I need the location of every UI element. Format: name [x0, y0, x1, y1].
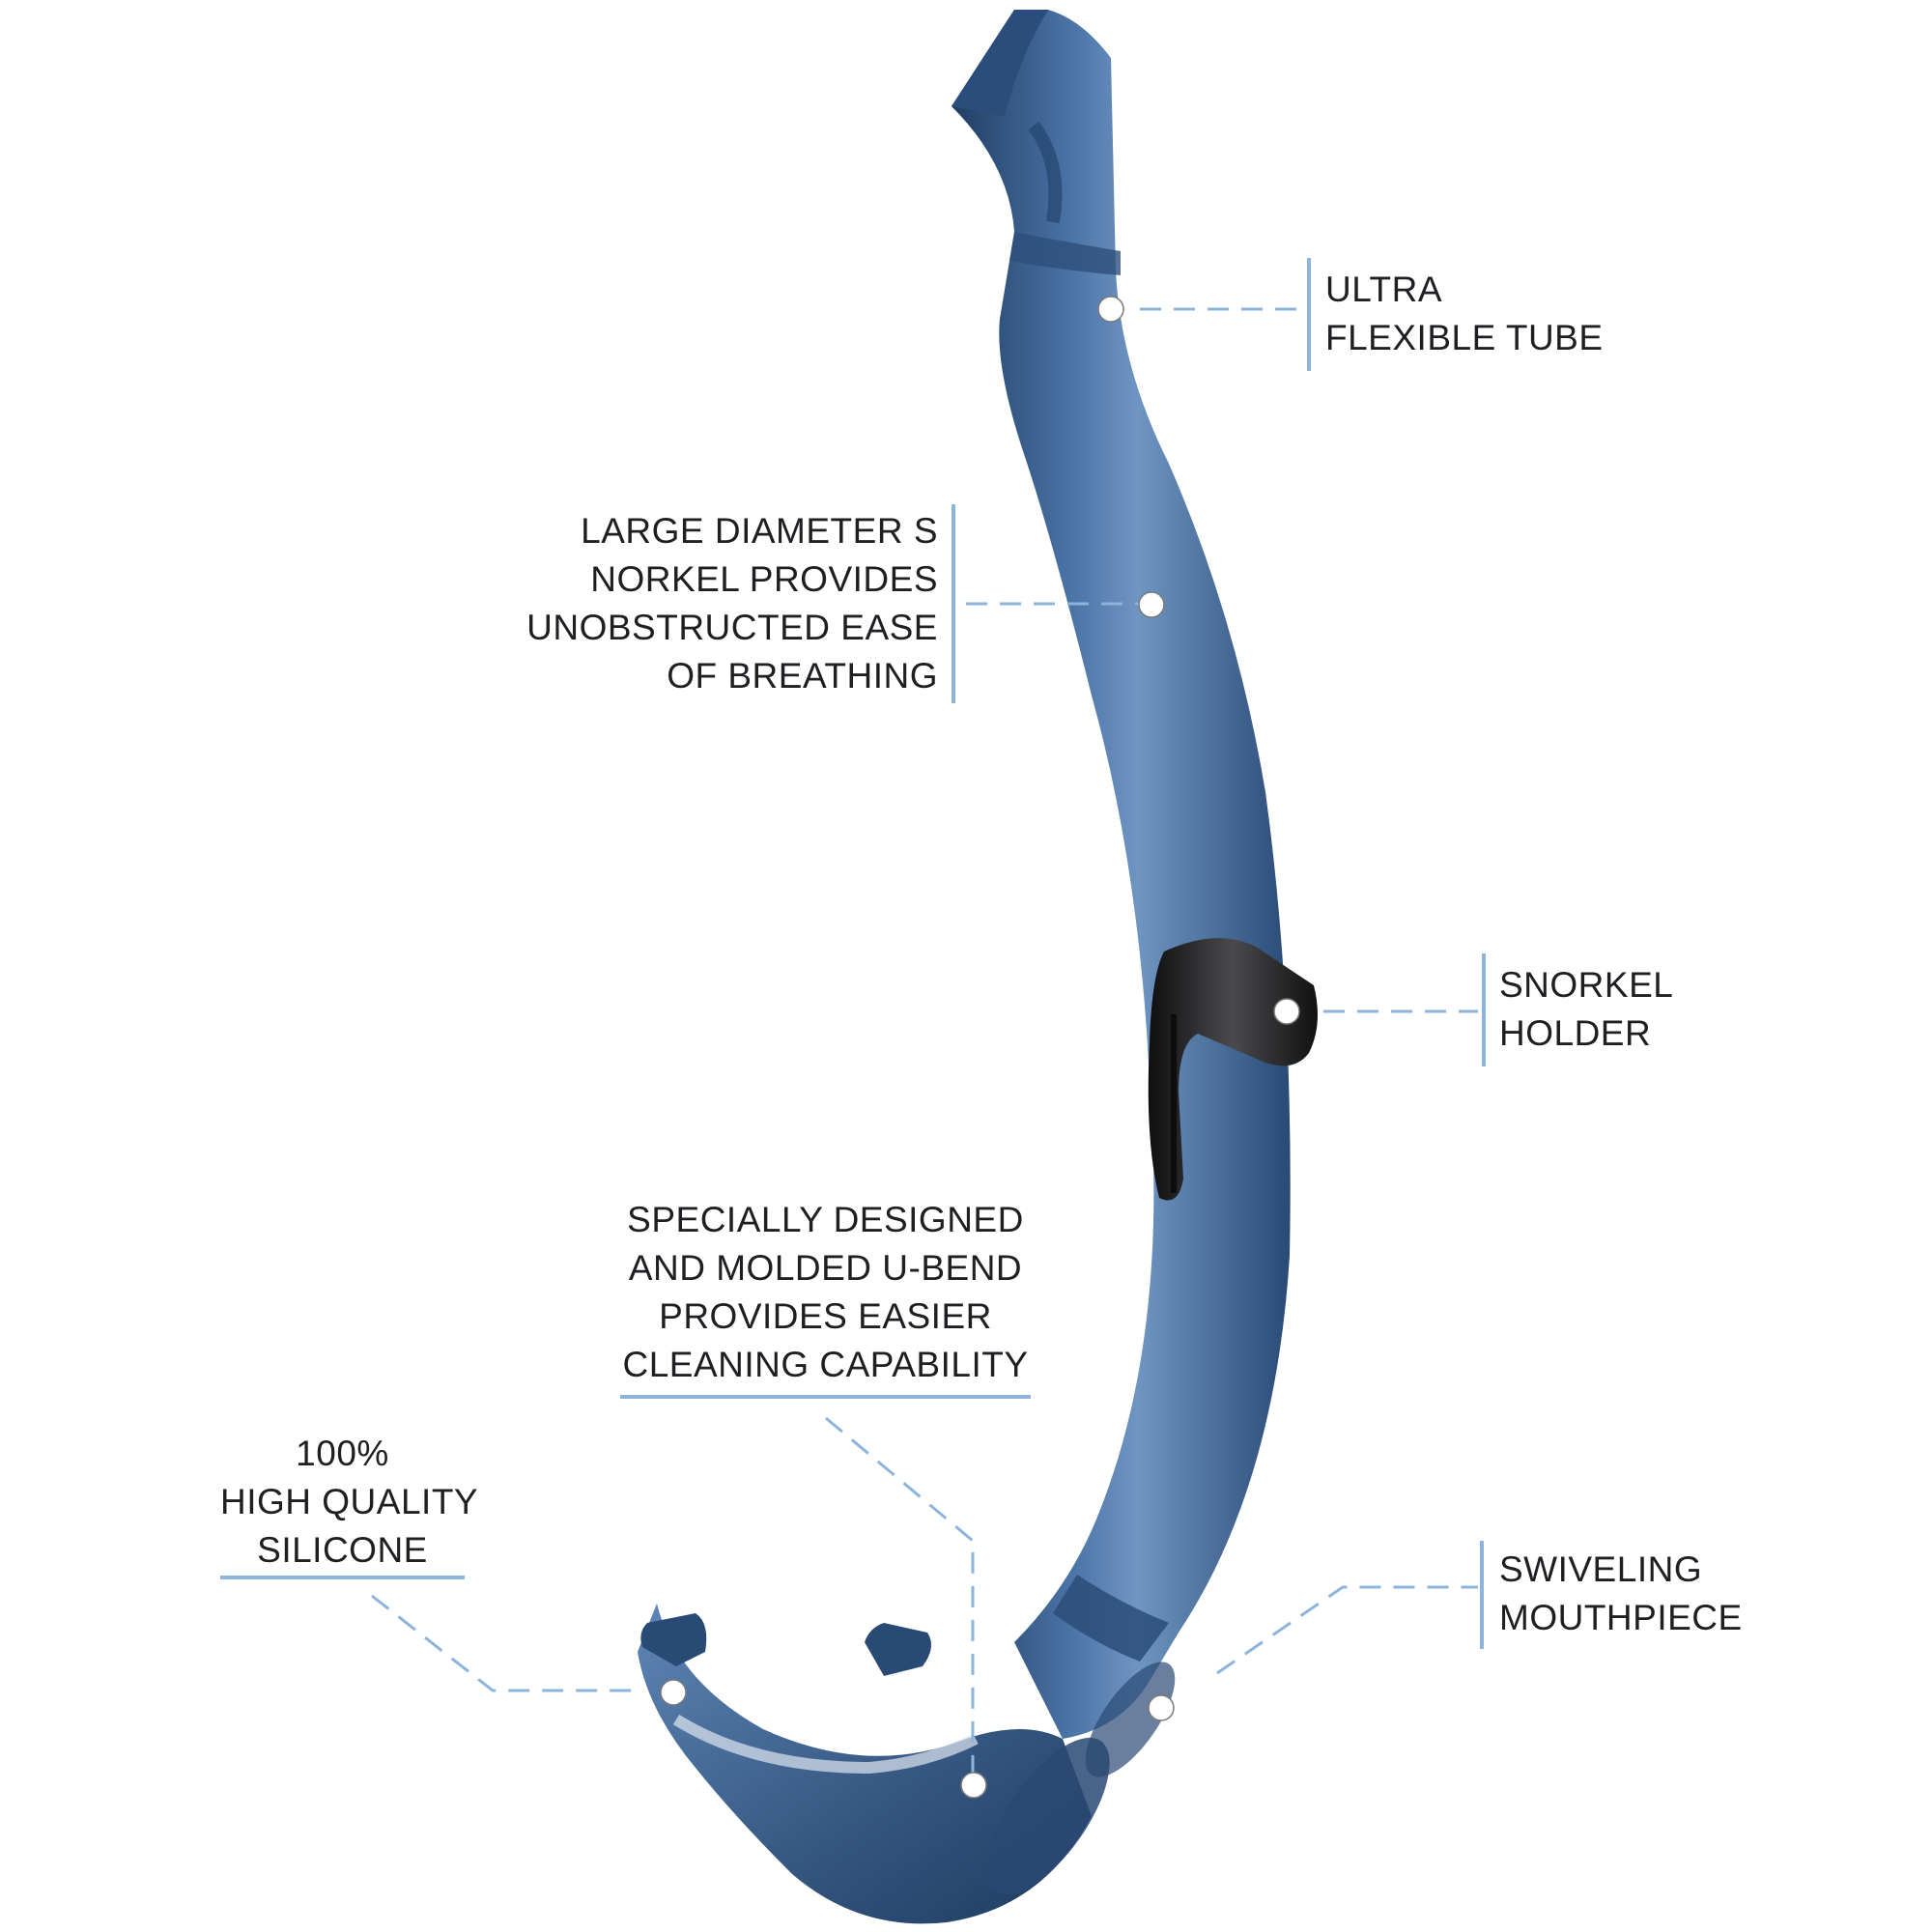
- snorkel-tube: [952, 10, 1291, 1739]
- marker-dots: [660, 296, 1300, 1799]
- dot-diameter: [1138, 591, 1165, 618]
- tube-label-line: FLEXIBLE TUBE: [1325, 318, 1604, 357]
- silicone-label-line: 100%: [296, 1434, 389, 1473]
- holder-label-line: SNORKEL: [1499, 965, 1674, 1005]
- mouthpiece-label-line: SWIVELING: [1499, 1549, 1703, 1589]
- diameter-label: LARGE DIAMETER S NORKEL PROVIDES UNOBSTR…: [526, 507, 938, 700]
- dot-holder: [1273, 998, 1300, 1025]
- leader-mouthpiece: [1216, 1585, 1478, 1675]
- tube-label-line: ULTRA: [1325, 270, 1443, 309]
- tube-collar: [1009, 232, 1121, 275]
- dot-tube: [1097, 296, 1124, 323]
- dot-ubend: [960, 1772, 987, 1799]
- diameter-label-bar: [952, 504, 955, 703]
- mouthpiece-flange-right: [865, 1623, 931, 1676]
- ubend-label-line: PROVIDES EASIER: [659, 1296, 992, 1336]
- holder-label-bar: [1482, 953, 1486, 1066]
- silicone-label: 100% HIGH QUALITY SILICONE: [220, 1430, 479, 1575]
- dot-silicone: [660, 1679, 687, 1706]
- ubend-label: SPECIALLY DESIGNED AND MOLDED U-BEND PRO…: [620, 1196, 1031, 1389]
- leader-silicone: [371, 1594, 638, 1692]
- diameter-label-line: OF BREATHING: [667, 656, 938, 696]
- tube-label: ULTRA FLEXIBLE TUBE: [1325, 266, 1604, 362]
- silicone-label-line: SILICONE: [257, 1530, 428, 1570]
- mouthpiece-label-bar: [1480, 1541, 1484, 1649]
- tube-label-bar: [1307, 258, 1311, 371]
- swivel-ring: [1053, 1575, 1169, 1662]
- diameter-label-line: UNOBSTRUCTED EASE: [526, 608, 938, 647]
- mouthpiece-label-line: MOUTHPIECE: [1499, 1598, 1743, 1637]
- ubend-label-bar: [620, 1395, 1031, 1399]
- dot-mouthpiece: [1148, 1694, 1175, 1721]
- leader-lines: [371, 307, 1478, 1782]
- diameter-label-line: LARGE DIAMETER S: [581, 511, 938, 551]
- tube-top-opening: [952, 10, 1048, 116]
- diameter-label-line: NORKEL PROVIDES: [590, 559, 938, 599]
- silicone-label-line: HIGH QUALITY: [220, 1482, 479, 1521]
- ubend-label-line: SPECIALLY DESIGNED: [627, 1200, 1024, 1239]
- leader-ubend: [825, 1416, 975, 1782]
- mouthpiece-flange-left: [640, 1613, 707, 1666]
- holder-label-line: HOLDER: [1499, 1013, 1652, 1053]
- mouthpiece-label: SWIVELING MOUTHPIECE: [1499, 1546, 1743, 1642]
- brand-emboss: [986, 1737, 1110, 1895]
- snorkel-holder-clip: [1148, 938, 1318, 1201]
- ubend-label-line: CLEANING CAPABILITY: [622, 1345, 1029, 1384]
- silicone-label-bar: [220, 1576, 465, 1579]
- holder-label: SNORKEL HOLDER: [1499, 961, 1673, 1058]
- ubend-label-line: AND MOLDED U-BEND: [628, 1248, 1023, 1288]
